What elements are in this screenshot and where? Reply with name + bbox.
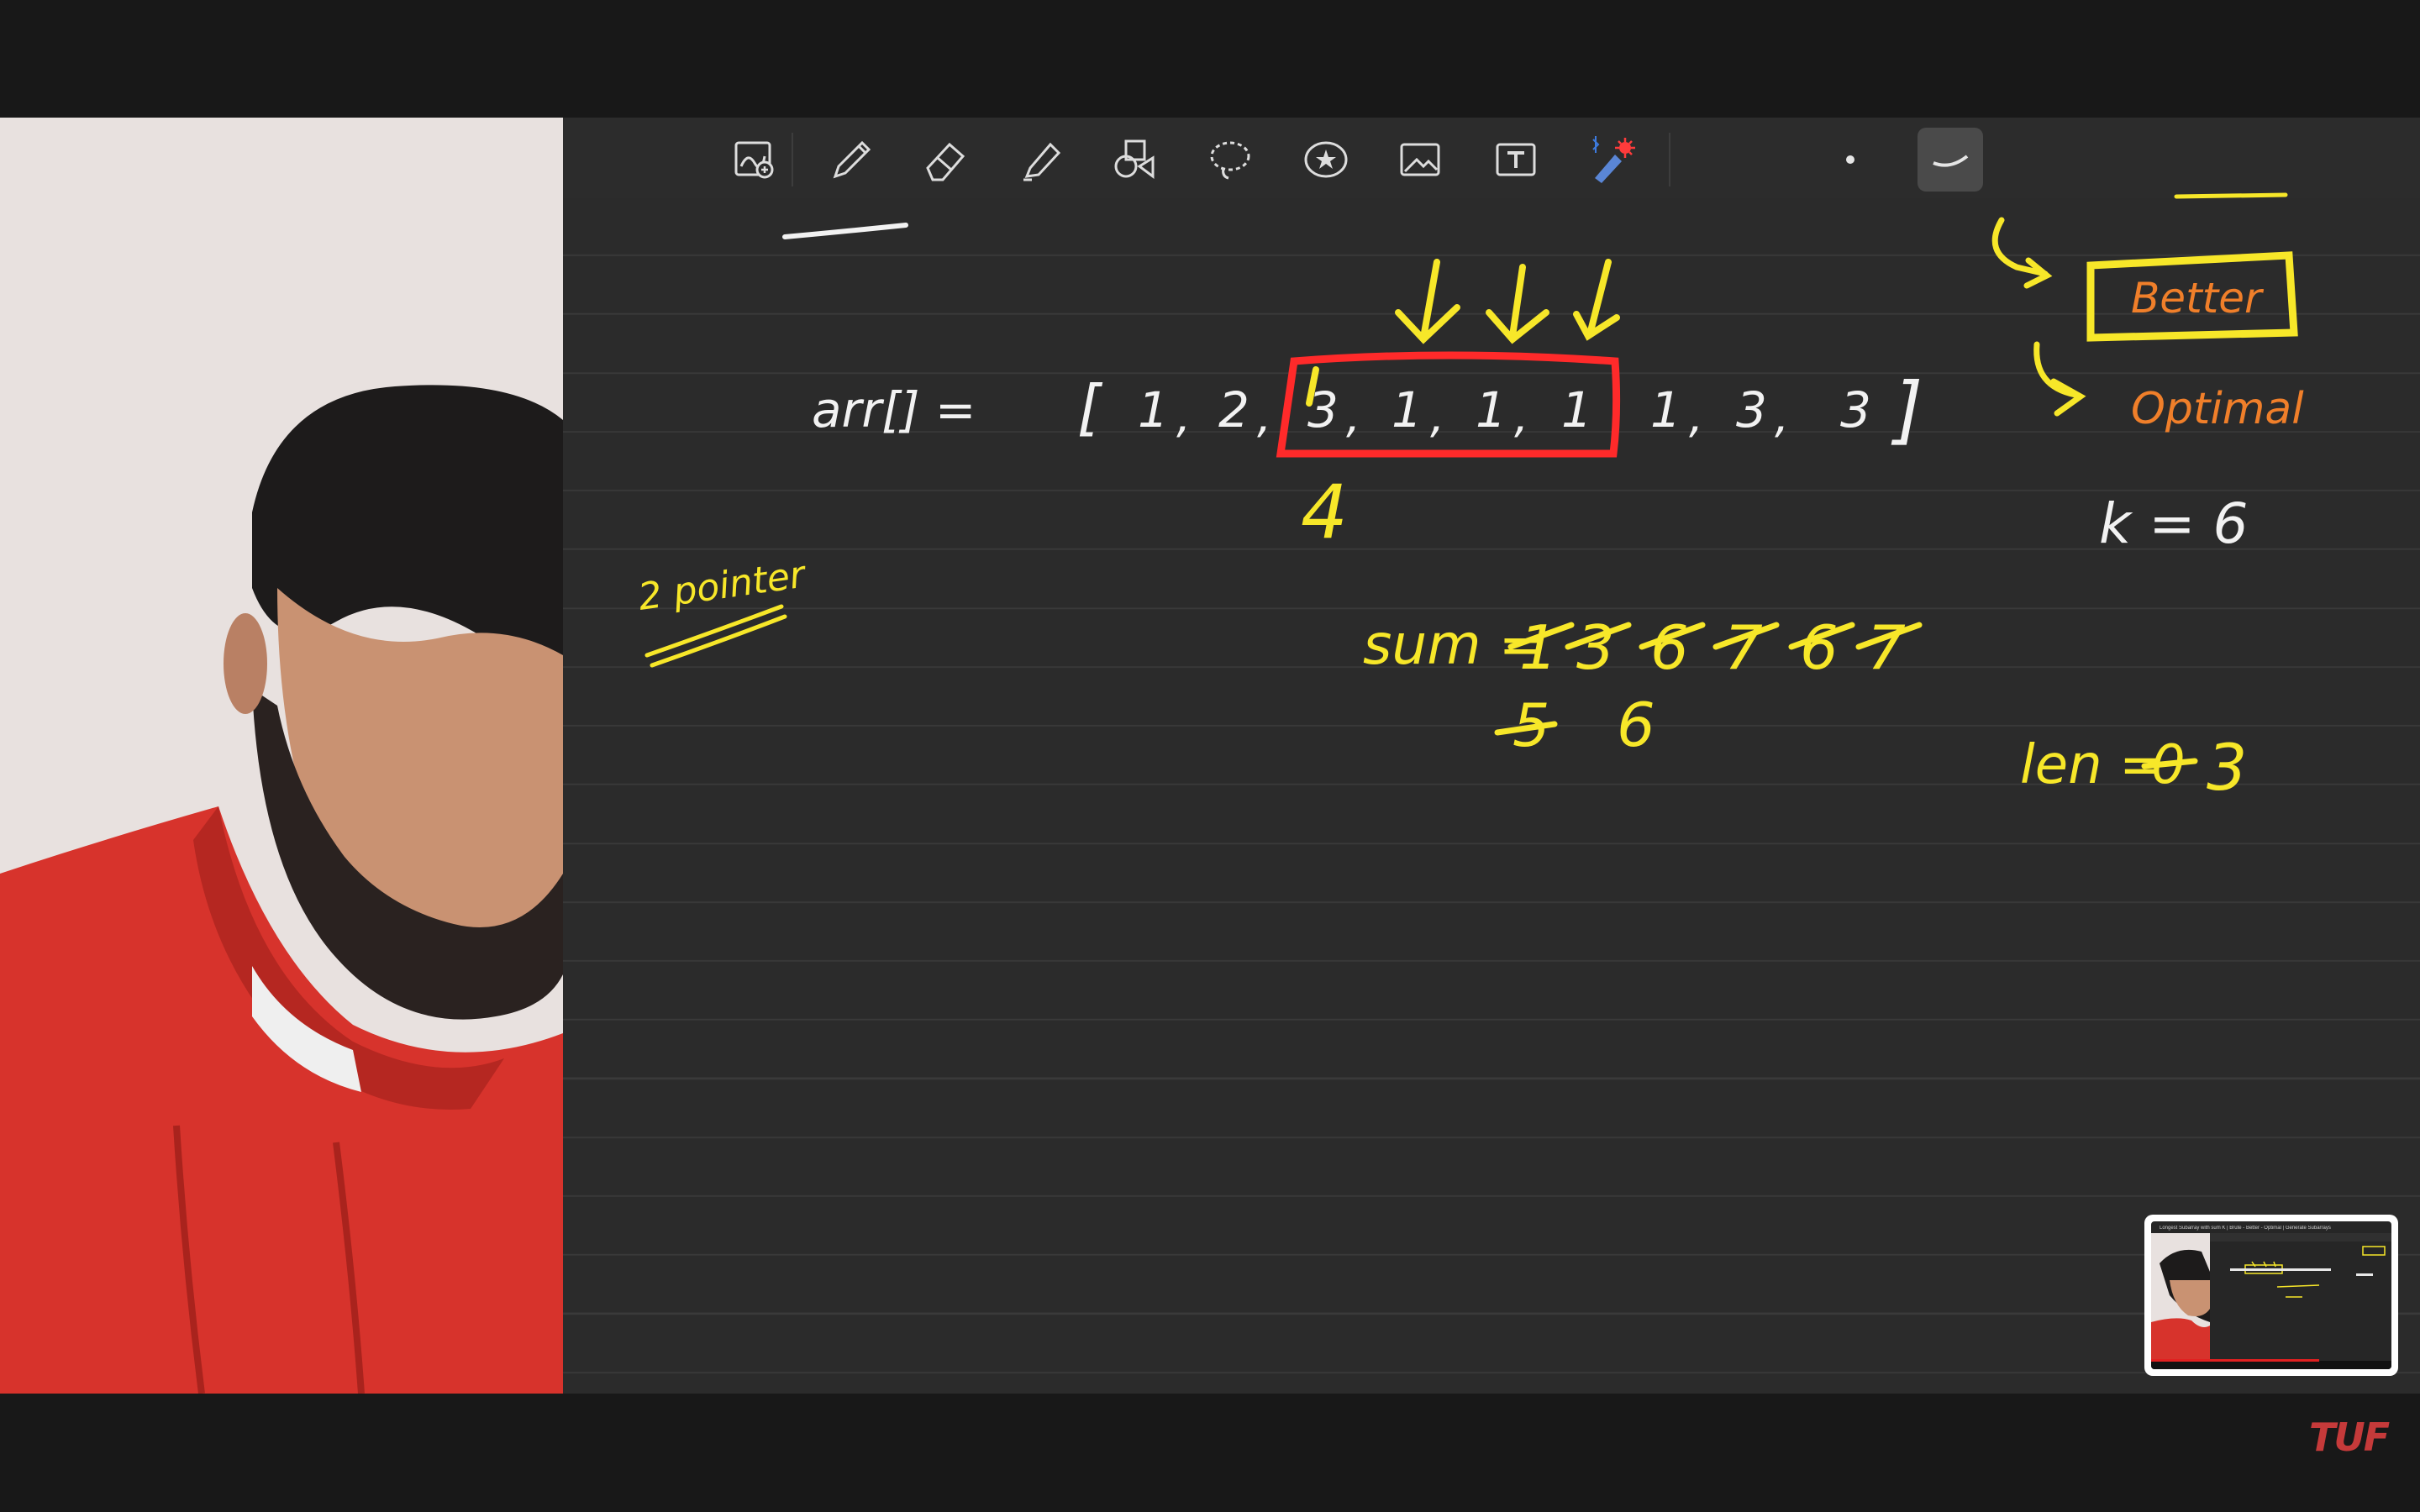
len-label: len = bbox=[2020, 734, 2165, 796]
mini-player-frame bbox=[2151, 1233, 2391, 1369]
window-highlight-box bbox=[1276, 351, 1621, 458]
sum-struck-value: 6 bbox=[1800, 612, 1839, 683]
len-value: 3 bbox=[2207, 730, 2247, 805]
sum-struck-value: 7 bbox=[1867, 612, 1906, 683]
pen-icon[interactable] bbox=[818, 128, 882, 192]
array-value: 3 bbox=[1736, 381, 1767, 438]
array-comma: , bbox=[1257, 390, 1271, 443]
eraser-icon[interactable] bbox=[913, 128, 976, 192]
array-comma: , bbox=[1430, 390, 1444, 443]
notes-canvas[interactable] bbox=[563, 118, 2420, 1394]
toolbar-divider bbox=[792, 133, 793, 186]
stroke-width-dot-icon[interactable] bbox=[1818, 128, 1882, 192]
notes-toolbar bbox=[563, 118, 2420, 198]
strike-through bbox=[1639, 622, 1706, 650]
two-pointer-label: 2 pointer bbox=[635, 553, 809, 619]
array-open-bracket: [ bbox=[1077, 372, 1103, 443]
tuf-watermark-logo: TUF bbox=[2309, 1415, 2390, 1460]
array-value: 2 bbox=[1218, 381, 1249, 438]
strike-through bbox=[1565, 622, 1632, 650]
image-icon[interactable] bbox=[1388, 128, 1452, 192]
array-comma: , bbox=[1775, 390, 1789, 443]
lasso-icon[interactable] bbox=[1198, 128, 1262, 192]
window-end-label: 4 bbox=[1301, 469, 1348, 555]
text-box-icon[interactable] bbox=[1484, 128, 1548, 192]
mini-player-video[interactable]: Longest Subarray with sum K | Brute - Be… bbox=[2151, 1221, 2391, 1369]
array-value: 1 bbox=[1650, 381, 1681, 438]
sum-current-value: 6 bbox=[1617, 690, 1655, 760]
array-comma: , bbox=[1689, 390, 1703, 443]
sum-struck-value: 1 bbox=[1519, 612, 1558, 683]
sum-struck-value: 3 bbox=[1576, 612, 1615, 683]
better-box bbox=[2086, 251, 2298, 342]
k-value-label: k = 6 bbox=[2099, 491, 2248, 556]
sum-struck-value: 6 bbox=[1650, 612, 1689, 683]
pen-style-curve-icon[interactable] bbox=[1918, 128, 1983, 192]
array-value: 1 bbox=[1138, 381, 1169, 438]
approach-optimal: Optimal bbox=[2131, 384, 2304, 434]
array-value: 1 bbox=[1476, 381, 1507, 438]
toolbar-divider bbox=[1669, 133, 1670, 186]
shapes-icon[interactable] bbox=[1102, 128, 1166, 192]
array-comma: , bbox=[1514, 390, 1528, 443]
strike-through bbox=[1507, 622, 1575, 650]
approach-better: Better bbox=[2131, 274, 2265, 323]
sum-struck-value: 7 bbox=[1724, 612, 1763, 683]
webcam-feed bbox=[0, 118, 563, 1394]
array-value: 3 bbox=[1840, 381, 1871, 438]
array-comma: , bbox=[1346, 390, 1360, 443]
array-label: arr[] = bbox=[812, 381, 976, 438]
zoom-window-icon[interactable] bbox=[723, 128, 786, 192]
strike-through bbox=[1712, 622, 1780, 650]
strike-through bbox=[1788, 622, 1855, 650]
laser-pointer-icon[interactable] bbox=[1578, 128, 1642, 192]
highlighter-icon[interactable] bbox=[1008, 128, 1072, 192]
array-comma: , bbox=[1176, 390, 1191, 443]
mini-player[interactable]: Longest Subarray with sum K | Brute - Be… bbox=[2144, 1215, 2398, 1376]
array-value: 1 bbox=[1392, 381, 1423, 438]
array-close-bracket: ] bbox=[1891, 366, 1923, 453]
ink-stroke bbox=[782, 223, 908, 239]
pointer-arrows bbox=[1306, 259, 1620, 407]
elements-star-icon[interactable] bbox=[1294, 128, 1358, 192]
video-letterbox-bottom bbox=[0, 1394, 2420, 1512]
array-value: 1 bbox=[1561, 381, 1592, 438]
video-letterbox-top bbox=[0, 0, 2420, 118]
strike-through bbox=[1855, 622, 1923, 650]
mini-player-title: Longest Subarray with sum K | Brute - Be… bbox=[2160, 1226, 2331, 1231]
